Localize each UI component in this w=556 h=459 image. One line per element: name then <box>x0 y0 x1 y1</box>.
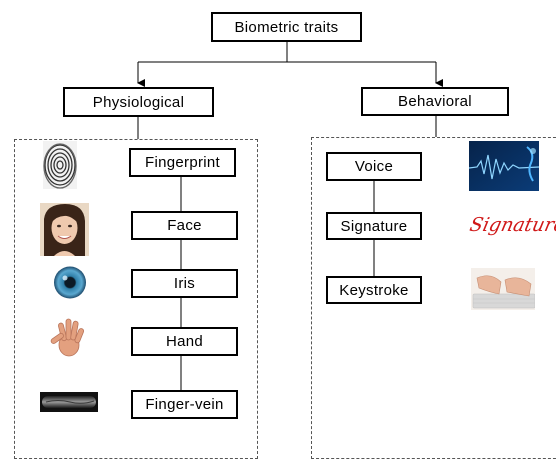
face-photo <box>40 203 89 256</box>
trait-node-keystroke: Keystroke <box>326 276 422 304</box>
finger-vein-image <box>40 392 98 412</box>
trait-node-signature: Signature <box>326 212 422 240</box>
fingerprint-image <box>43 141 77 189</box>
category-node-physiological: Physiological <box>63 87 214 117</box>
signature-image: Signature <box>467 214 556 236</box>
voice-waveform-image <box>469 141 539 191</box>
trait-node-face: Face <box>131 211 238 240</box>
iris-eye-image <box>45 265 95 300</box>
trait-node-hand: Hand <box>131 327 238 356</box>
trait-node-voice: Voice <box>326 152 422 181</box>
trait-node-fingerprint: Fingerprint <box>129 148 236 177</box>
root-node-biometric-traits: Biometric traits <box>211 12 362 42</box>
trait-node-finger-vein: Finger-vein <box>131 390 238 419</box>
typing-hands-image <box>471 268 535 310</box>
category-node-behavioral: Behavioral <box>361 87 509 116</box>
trait-node-iris: Iris <box>131 269 238 298</box>
open-hand-image <box>50 318 85 357</box>
